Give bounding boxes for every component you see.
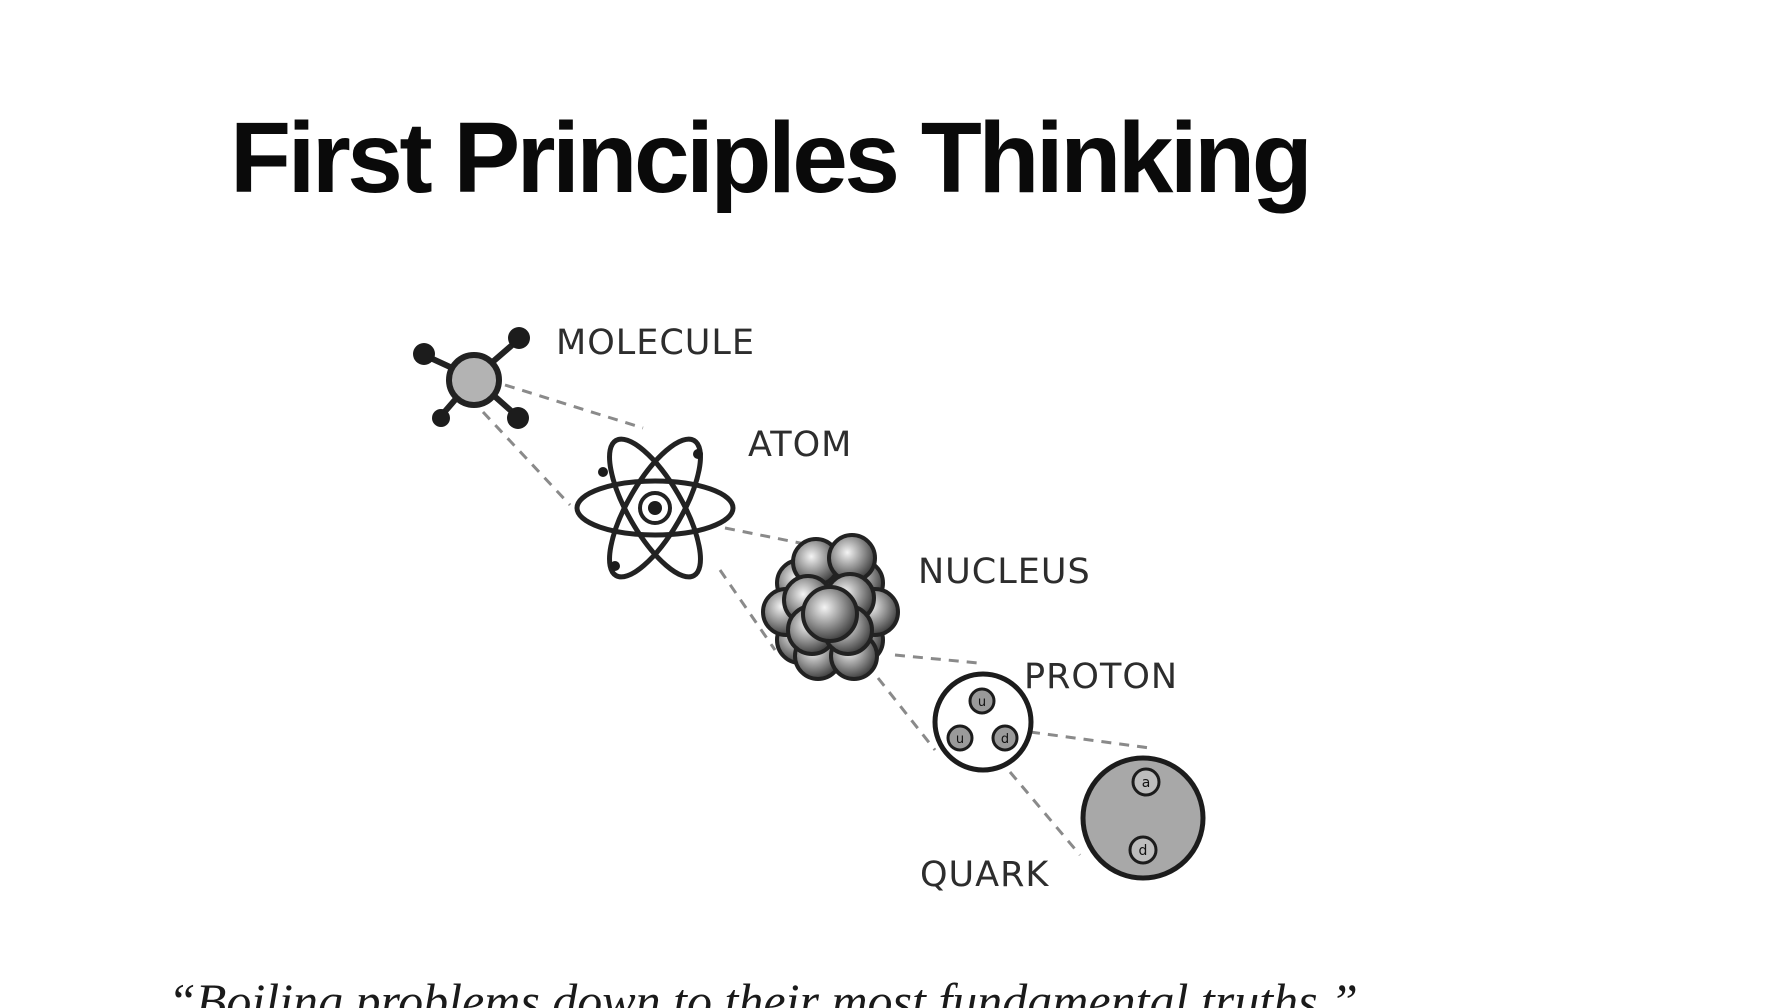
proton-quark-right-glyph: d xyxy=(1001,732,1009,747)
connector-proton-quark-top xyxy=(1029,730,1151,750)
quark-icon: a d xyxy=(1080,755,1206,881)
connector-molecule-atom-bottom xyxy=(481,410,572,507)
quark-inner-bottom-glyph: d xyxy=(1139,843,1148,859)
quark-inner-top: a xyxy=(1131,767,1161,797)
quote-text: “Boiling problems down to their most fun… xyxy=(168,973,1358,1008)
molecule-icon xyxy=(413,327,530,429)
connector-lines xyxy=(481,383,1151,856)
quark-inner-bottom: d xyxy=(1128,835,1158,865)
proton-icon: u u d xyxy=(932,671,1034,773)
label-molecule: MOLECULE xyxy=(556,323,755,363)
proton-quark-top: u xyxy=(968,687,996,715)
connector-atom-nucleus-bottom xyxy=(718,569,777,651)
label-nucleus: NUCLEUS xyxy=(918,552,1091,592)
connector-molecule-atom-top xyxy=(504,383,644,430)
label-atom: ATOM xyxy=(748,425,852,465)
proton-quark-left: u xyxy=(946,724,974,752)
proton-quark-top-glyph: u xyxy=(978,695,986,710)
proton-quark-left-glyph: u xyxy=(956,732,964,747)
page-title: First Principles Thinking xyxy=(230,102,1313,214)
connector-nucleus-proton-bottom xyxy=(876,677,937,751)
quark-inner-top-glyph: a xyxy=(1142,775,1151,791)
atom-icon xyxy=(574,436,736,580)
label-quark: QUARK xyxy=(920,855,1049,895)
nucleus-icon xyxy=(761,533,900,681)
connector-proton-quark-bottom xyxy=(1008,771,1082,856)
label-proton: PROTON xyxy=(1024,657,1178,697)
proton-quark-right: d xyxy=(991,724,1019,752)
connector-nucleus-proton-top xyxy=(894,653,979,665)
